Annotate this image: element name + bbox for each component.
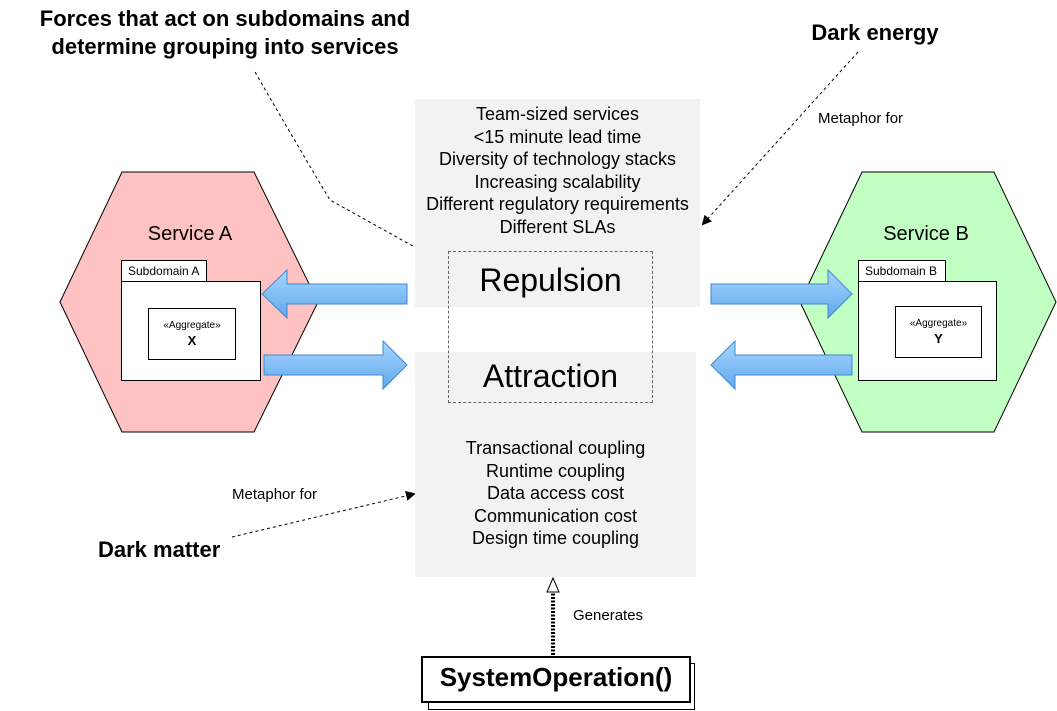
aggregate-y: «Aggregate» Y (895, 306, 982, 358)
repulsion-force: Increasing scalability (474, 171, 641, 192)
forces-dashed-box (448, 251, 653, 403)
attraction-force: Runtime coupling (485, 460, 626, 481)
repulsion-arrow-right (710, 268, 853, 320)
attraction-force: Data access cost (486, 483, 625, 504)
attraction-force: Transactional coupling (465, 438, 646, 458)
repulsion-label: Repulsion (479, 262, 622, 298)
dark-energy-connector (701, 51, 859, 226)
attraction-panel: Transactional coupling Runtime coupling … (415, 352, 696, 577)
service-b-title: Service B (883, 223, 969, 245)
attraction-force: Communication cost (473, 505, 638, 526)
aggregate-x: «Aggregate» X (148, 308, 236, 360)
dark-matter-connector (231, 490, 416, 538)
aggregate-y-name: Y (934, 331, 943, 346)
aggregate-x-name: X (187, 333, 197, 348)
attraction-label: Attraction (482, 358, 619, 394)
repulsion-force: Diversity of technology stacks (438, 149, 677, 170)
attraction-arrow-left (710, 339, 853, 391)
generates-arrowhead (546, 576, 560, 593)
repulsion-force: Different regulatory requirements (426, 194, 689, 215)
metaphor-note-bottom: Metaphor for (232, 486, 318, 503)
repulsion-force: <15 minute lead time (473, 126, 642, 147)
system-operation: SystemOperation() (421, 656, 691, 703)
attraction-arrow-right (263, 339, 408, 391)
repulsion-force: Different SLAs (499, 216, 616, 237)
subdomain-a-tab: Subdomain A (121, 260, 207, 282)
aggregate-x-stereotype: «Aggregate» (163, 320, 221, 331)
forces-title: Forces that act on subdomains and determ… (39, 6, 411, 59)
repulsion-panel: Team-sized services <15 minute lead time… (415, 99, 700, 307)
dark-matter-label: Dark matter (98, 537, 221, 562)
aggregate-y-stereotype: «Aggregate» (909, 318, 968, 329)
repulsion-arrow-left (261, 268, 408, 320)
attraction-force: Design time coupling (471, 528, 640, 549)
service-a-title: Service A (147, 223, 233, 245)
generates-label: Generates (573, 607, 644, 624)
dark-energy-label: Dark energy (811, 20, 939, 45)
repulsion-force: Team-sized services (475, 104, 640, 124)
subdomain-b-tab: Subdomain B (858, 260, 946, 282)
metaphor-note-top: Metaphor for (818, 110, 904, 127)
